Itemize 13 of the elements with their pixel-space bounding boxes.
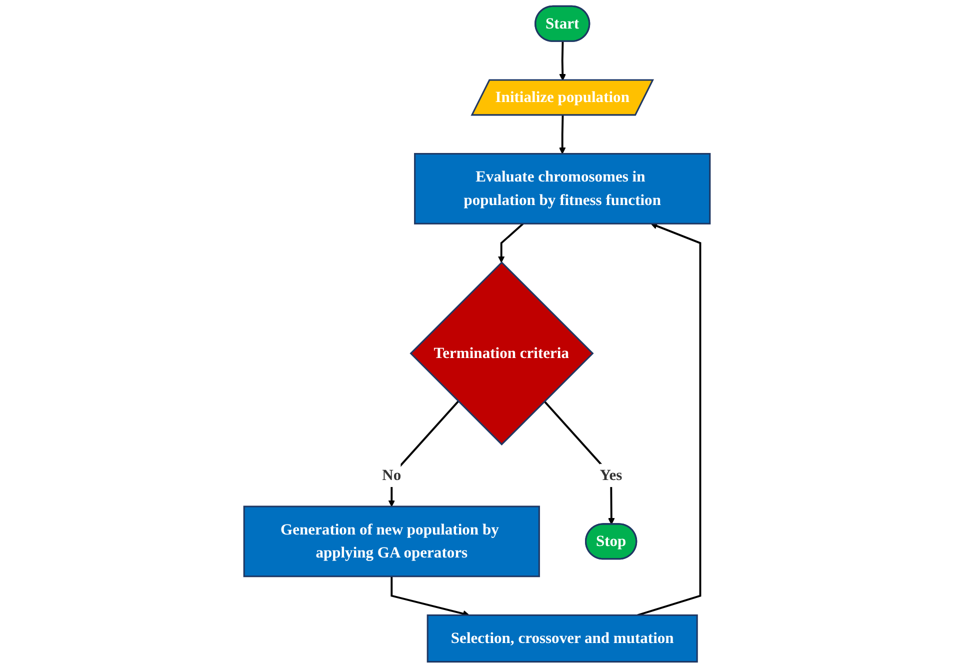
edge-label: Yes [600,466,622,484]
arrow [388,400,460,507]
node-diamond: Termination criteria [410,261,594,446]
node-box: Generation of new population by applying GA operators [243,506,540,578]
arrow [390,576,470,617]
node-box: Evaluate chromosomes in population by fitness function [414,152,711,224]
arrow [558,115,566,154]
edge-label: No [382,466,402,484]
node-box: Selection, crossover and mutation [426,614,698,663]
arrow [559,42,566,81]
arrow [498,222,524,263]
arrow [544,400,615,525]
arrow [637,222,702,616]
